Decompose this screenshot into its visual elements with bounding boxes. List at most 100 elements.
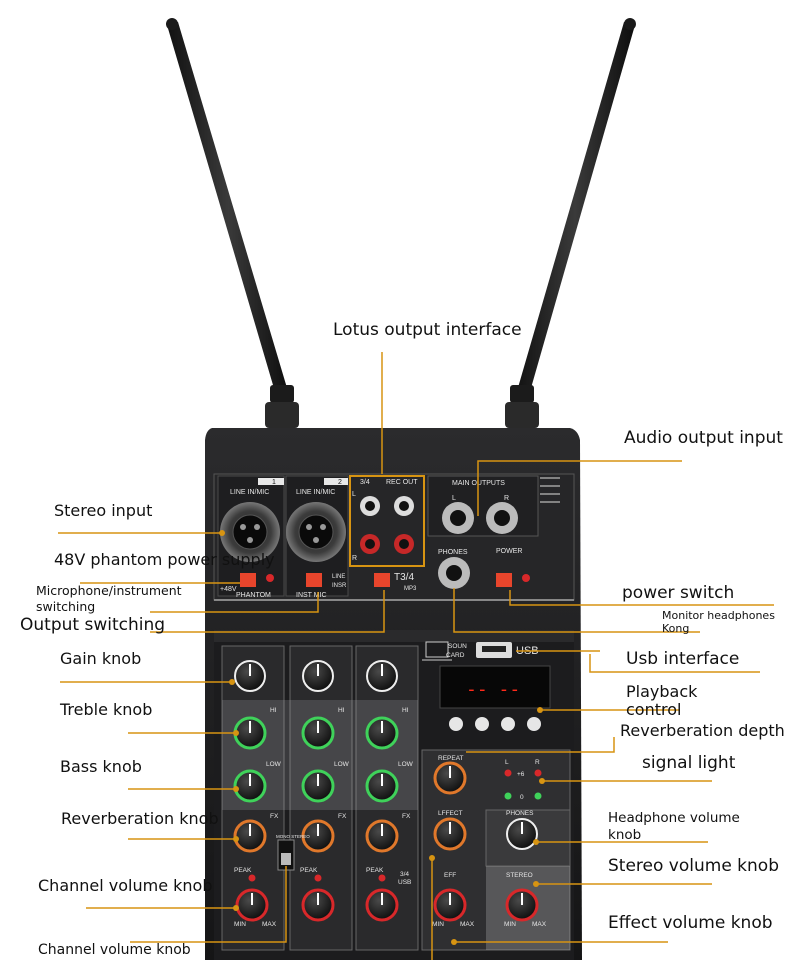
gain-knob-3[interactable] [366,660,398,692]
channel-volume-knob-2[interactable] [301,888,335,922]
phantom-power-button[interactable] [240,573,256,587]
power-label: POWER [496,548,522,555]
peak-label-3: PEAK [366,867,384,874]
phones-knob-label: PHONES [506,810,534,817]
hi-label-2: HI [338,707,345,714]
channel-2-input[interactable] [285,475,349,597]
treble-knob-3[interactable] [365,716,399,750]
prev-button[interactable] [449,717,463,731]
gain-knob-2[interactable] [302,660,334,692]
signal-l-label: L [505,759,509,766]
max-label-1: MAX [262,921,277,928]
bass-knob-1[interactable] [233,769,267,803]
callout-playback-1: Playback [626,682,698,701]
gain-knob-1[interactable] [234,660,266,692]
rca-l-label: L [352,491,356,498]
low-label-2: LOW [334,761,350,768]
callout-stereo-input: Stereo input [54,501,153,520]
peak-led-3 [378,874,386,882]
phantom-label: PHANTOM [236,592,271,599]
main-outputs-jacks[interactable] [427,475,560,537]
signal-lights [504,769,542,800]
bass-knob-3[interactable] [365,769,399,803]
ch2-number: 2 [338,479,342,486]
mp3-label: MP3 [404,586,417,592]
callout-mic-inst-2: switching [36,599,96,614]
ch2-input-label: LINE IN/MIC [296,489,335,496]
rca-r-label: R [352,555,357,562]
treble-knob-1[interactable] [233,716,267,750]
peak-label-2: PEAK [300,867,318,874]
callout-lines [58,352,774,960]
phones-volume-knob[interactable] [506,818,538,850]
insr-label: INSR [332,583,347,589]
usb-port[interactable] [476,642,512,658]
usb-ch-label: USB [398,879,411,886]
callout-mic-inst-1: Microphone/instrument [36,583,182,598]
usb-34-label: 3/4 [400,871,409,878]
fx-label-2: FX [338,813,347,820]
callout-channel-volume-1: Channel volume knob [38,876,213,895]
inst-mic-label: INST MIC [296,592,327,599]
fx-label-1: FX [270,813,279,820]
plus48v-label: +48V [220,586,237,593]
next-button[interactable] [475,717,489,731]
fx-knob-2[interactable] [301,819,335,853]
rec-34-label: 3/4 [360,479,370,486]
callout-headphone-vol-2: knob [608,827,642,843]
callout-channel-volume-2: Channel volume knob [38,942,191,958]
callout-playback-2: control [626,700,682,719]
channel-volume-knob-3[interactable] [365,888,399,922]
display-readout: -- -- [466,679,520,700]
callout-phantom: 48V phantom power supply [54,550,275,569]
main-l-label: L [452,495,456,502]
plus6-label: +6 [517,771,525,778]
line-label: LINE [332,574,345,580]
phones-jack[interactable] [438,557,470,589]
eff-label: EFF [444,872,456,879]
callout-gain: Gain knob [60,649,142,668]
fx-knob-1[interactable] [233,819,267,853]
callout-treble: Treble knob [60,700,153,719]
playback-buttons [449,717,541,731]
zero-label: 0 [520,794,524,801]
sound-card-label-2: CARD [446,652,465,659]
callout-signal-light: signal light [642,753,736,773]
callout-output-switching: Output switching [20,615,166,635]
fx-label-3: FX [402,813,411,820]
callout-audio-output: Audio output input [624,428,783,448]
output-switch[interactable] [374,573,390,587]
mono-stereo-switch[interactable] [277,839,295,871]
repeat-knob[interactable] [433,761,467,795]
treble-knob-2[interactable] [301,716,335,750]
max-label-st: MAX [532,921,547,928]
ch1-input-label: LINE IN/MIC [230,489,269,496]
callout-lotus-output: Lotus output interface [333,320,522,340]
effect-label: LFFECT [438,810,463,817]
signal-r-label: R [535,759,540,766]
callout-reverb-depth: Reverberation depth [620,721,785,740]
callout-usb: Usb interface [626,649,740,669]
callout-stereo-volume: Stereo volume knob [608,856,779,876]
power-button[interactable] [496,573,512,587]
effect-knob[interactable] [433,817,467,851]
mic-inst-switch[interactable] [306,573,322,587]
fx-knob-3[interactable] [365,819,399,853]
phones-label: PHONES [438,549,468,556]
phantom-led [266,574,274,582]
max-label-eff: MAX [460,921,475,928]
min-label-eff: MIN [432,921,444,928]
min-label-1: MIN [234,921,246,928]
callout-dots [219,530,545,945]
stereo-volume-knob[interactable] [505,888,539,922]
play-pause-button[interactable] [501,717,515,731]
rec-out-rca-jacks[interactable] [349,475,425,567]
low-label-1: LOW [266,761,282,768]
hi-label-3: HI [402,707,409,714]
peak-label-1: PEAK [234,867,252,874]
bass-knob-2[interactable] [301,769,335,803]
effect-volume-knob[interactable] [433,888,467,922]
channel-volume-knob-1[interactable] [235,888,269,922]
mode-button[interactable] [527,717,541,731]
